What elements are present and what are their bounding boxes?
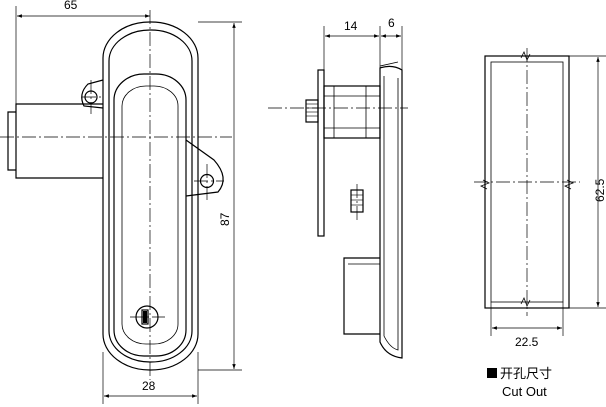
dim-front-width: 65 [64,0,78,12]
dim-side-flange: 6 [388,16,395,30]
legend-title-en: Cut Out [502,384,547,399]
cutout-legend: 开孔尺寸 Cut Out [487,366,552,399]
legend-title-cn: 开孔尺寸 [500,366,552,381]
front-view: 65 87 28 [0,0,242,404]
dim-cutout-width: 22.5 [515,335,539,349]
legend-square-icon [487,368,497,378]
dim-side-depth: 14 [344,19,358,33]
dim-front-height: 87 [218,212,232,226]
side-view: 14 6 [268,16,408,359]
dim-front-bottom: 28 [142,379,156,393]
dim-cutout-height: 62.5 [593,178,606,202]
cutout-view: 62.5 22.5 [474,48,606,349]
